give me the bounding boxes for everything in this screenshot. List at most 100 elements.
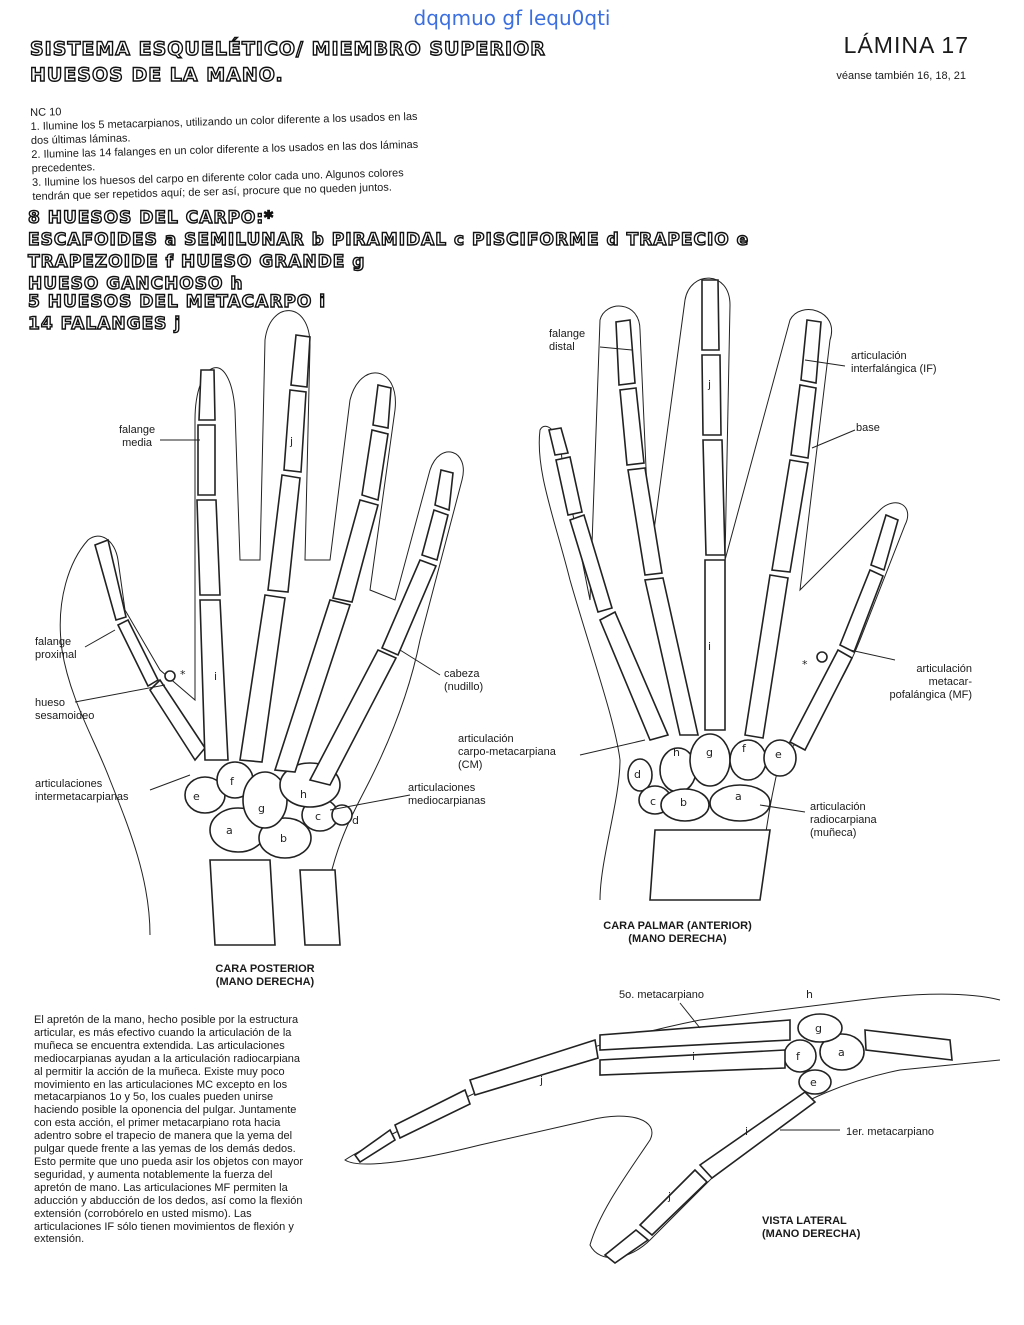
lateral-prox-phalanx — [468, 1038, 599, 1096]
prox-phalanx-4-posterior — [332, 499, 379, 603]
label-quinto-metacarpiano: 5o. metacarpiano — [619, 989, 704, 1001]
carpal-e-palmar — [763, 739, 797, 777]
carpal-d-palmar — [627, 758, 653, 792]
svg-text:f: f — [230, 775, 235, 788]
palmar-hand-drawing: h g f e d c b a i j * — [538, 277, 909, 901]
explanatory-paragraph: El apretón de la mano, hecho posible por… — [34, 1014, 304, 1246]
mid-phalanx-5-posterior — [421, 508, 449, 562]
ulna-bone — [299, 869, 341, 946]
bone-list-carpals-3: HUESO GANCHOSO h — [27, 273, 244, 294]
dist-phalanx-1-palmar — [870, 513, 899, 572]
lateral-carpal-a — [819, 1033, 865, 1071]
label-articulacion-cm: articulación carpo-metacarpiana (CM) — [458, 733, 556, 771]
page-title-line1: SISTEMA ESQUELÉTICO/ MIEMBRO SUPERIOR — [29, 37, 546, 60]
mid-phalanx-4-posterior — [361, 429, 389, 502]
thumb-metacarpal-posterior — [148, 678, 206, 762]
svg-text:e: e — [775, 748, 782, 761]
svg-text:a: a — [226, 824, 233, 837]
lateral-metacarpal-1 — [698, 1090, 817, 1180]
instructions: NC 10 1. Ilumine los 5 metacarpianos, ut… — [30, 93, 522, 204]
svg-text:a: a — [735, 790, 742, 803]
bone-list-metacarpals: 5 HUESOS DEL METACARPO i — [27, 291, 327, 312]
lateral-carpal-e — [798, 1069, 832, 1095]
lateral-metacarpal-5 — [599, 1019, 791, 1051]
svg-text:c: c — [650, 795, 656, 808]
svg-text:e: e — [810, 1076, 817, 1089]
see-also: véanse también 16, 18, 21 — [836, 70, 966, 82]
bone-list-carpals-heading: 8 HUESOS DEL CARPO:* — [27, 207, 275, 228]
metacarpal-5-palmar — [598, 610, 670, 741]
bone-list-carpals-2: TRAPEZOIDE f HUESO GRANDE g — [27, 251, 366, 272]
leader-lines — [74, 346, 896, 1131]
svg-text:b: b — [680, 796, 687, 809]
metacarpal-2-posterior — [199, 599, 229, 761]
lateral-dist-phalanx — [353, 1128, 397, 1164]
label-hueso-sesamoideo: hueso sesamoideo — [35, 697, 95, 722]
dist-phalanx-2-palmar — [800, 319, 822, 384]
sesamoid-palmar — [816, 651, 828, 663]
carpal-b-posterior — [258, 817, 312, 859]
caption-posterior: CARA POSTERIOR (MANO DERECHA) — [215, 963, 315, 988]
lateral-hand-drawing: a g f e i j i j h — [344, 988, 1001, 1264]
mid-phalanx-2-posterior — [197, 424, 216, 496]
label-cabeza: cabeza (nudillo) — [444, 668, 484, 693]
thumb-distal-phalanx-posterior — [94, 538, 127, 622]
bone-list-carpals-1: ESCAFOIDES a SEMILUNAR b PIRAMIDAL c PIS… — [27, 229, 750, 250]
mid-phalanx-5-palmar — [555, 456, 583, 516]
svg-text:*: * — [180, 668, 186, 681]
svg-text:j: j — [667, 1190, 671, 1203]
svg-text:j: j — [539, 1074, 543, 1087]
label-falange-proximal: falange proximal — [35, 636, 77, 661]
label-base: base — [856, 422, 880, 434]
lateral-thumb-dist-phalanx — [603, 1228, 650, 1264]
carpal-b-palmar — [660, 788, 710, 822]
prox-phalanx-3-palmar — [702, 439, 726, 556]
posterior-hand-drawing: a b c d e f g h i j * — [59, 310, 464, 946]
svg-text:b: b — [280, 832, 287, 845]
lateral-radius — [864, 1029, 953, 1061]
caption-palmar: CARA PALMAR (ANTERIOR) (MANO DERECHA) — [603, 920, 752, 945]
mid-phalanx-2-palmar — [790, 384, 817, 459]
dist-phalanx-5-posterior — [434, 469, 454, 512]
dist-phalanx-4-posterior — [372, 384, 392, 429]
svg-text:*: * — [802, 658, 808, 671]
label-articulacion-mf: articulación metacar- pofalángica (MF) — [889, 663, 972, 701]
svg-text:h: h — [300, 788, 307, 801]
thumb-proximal-phalanx-posterior — [116, 618, 160, 688]
label-articulaciones-mediocarpianas: articulaciones mediocarpianas — [408, 782, 486, 807]
mid-phalanx-4-palmar — [619, 387, 645, 466]
prox-phalanx-2-posterior — [196, 499, 221, 596]
svg-text:h: h — [673, 746, 680, 759]
metacarpal-2-palmar — [744, 574, 789, 739]
metacarpal-3-palmar — [704, 559, 726, 731]
svg-text:f: f — [796, 1050, 801, 1063]
carpal-g-palmar — [689, 733, 731, 787]
forearm-palmar — [649, 829, 771, 901]
sesamoid-posterior — [164, 670, 176, 682]
label-primer-metacarpiano: 1er. metacarpiano — [846, 1126, 935, 1138]
label-articulacion-interfalangica: articulación interfalángica (IF) — [851, 350, 937, 375]
bone-list-phalanges: 14 FALANGES j — [27, 313, 182, 334]
page-title-line2: HUESOS DE LA MANO. — [29, 63, 284, 86]
carpal-f-palmar — [729, 739, 767, 781]
label-falange-distal: falange distal — [549, 328, 586, 353]
svg-text:i: i — [692, 1050, 695, 1063]
carpal-d-posterior — [331, 804, 353, 826]
prox-phalanx-3-posterior — [267, 474, 301, 593]
metacarpal-5-posterior — [308, 648, 398, 786]
dist-phalanx-3-palmar — [701, 279, 720, 351]
svg-text:i: i — [214, 670, 217, 683]
lateral-carpal-g — [797, 1013, 843, 1043]
dist-phalanx-2-posterior — [198, 369, 216, 421]
metacarpal-4-posterior — [273, 599, 352, 773]
prox-phalanx-5-posterior — [380, 558, 438, 657]
carpal-a-palmar — [709, 784, 771, 822]
plate-number: LÁMINA 17 — [843, 32, 969, 58]
prox-phalanx-5-palmar — [569, 513, 613, 613]
svg-text:g: g — [258, 802, 265, 815]
svg-text:d: d — [634, 768, 641, 781]
svg-text:j: j — [289, 435, 293, 448]
metacarpal-3-posterior — [239, 594, 286, 763]
caption-lateral: VISTA LATERAL (MANO DERECHA) — [762, 1215, 861, 1240]
